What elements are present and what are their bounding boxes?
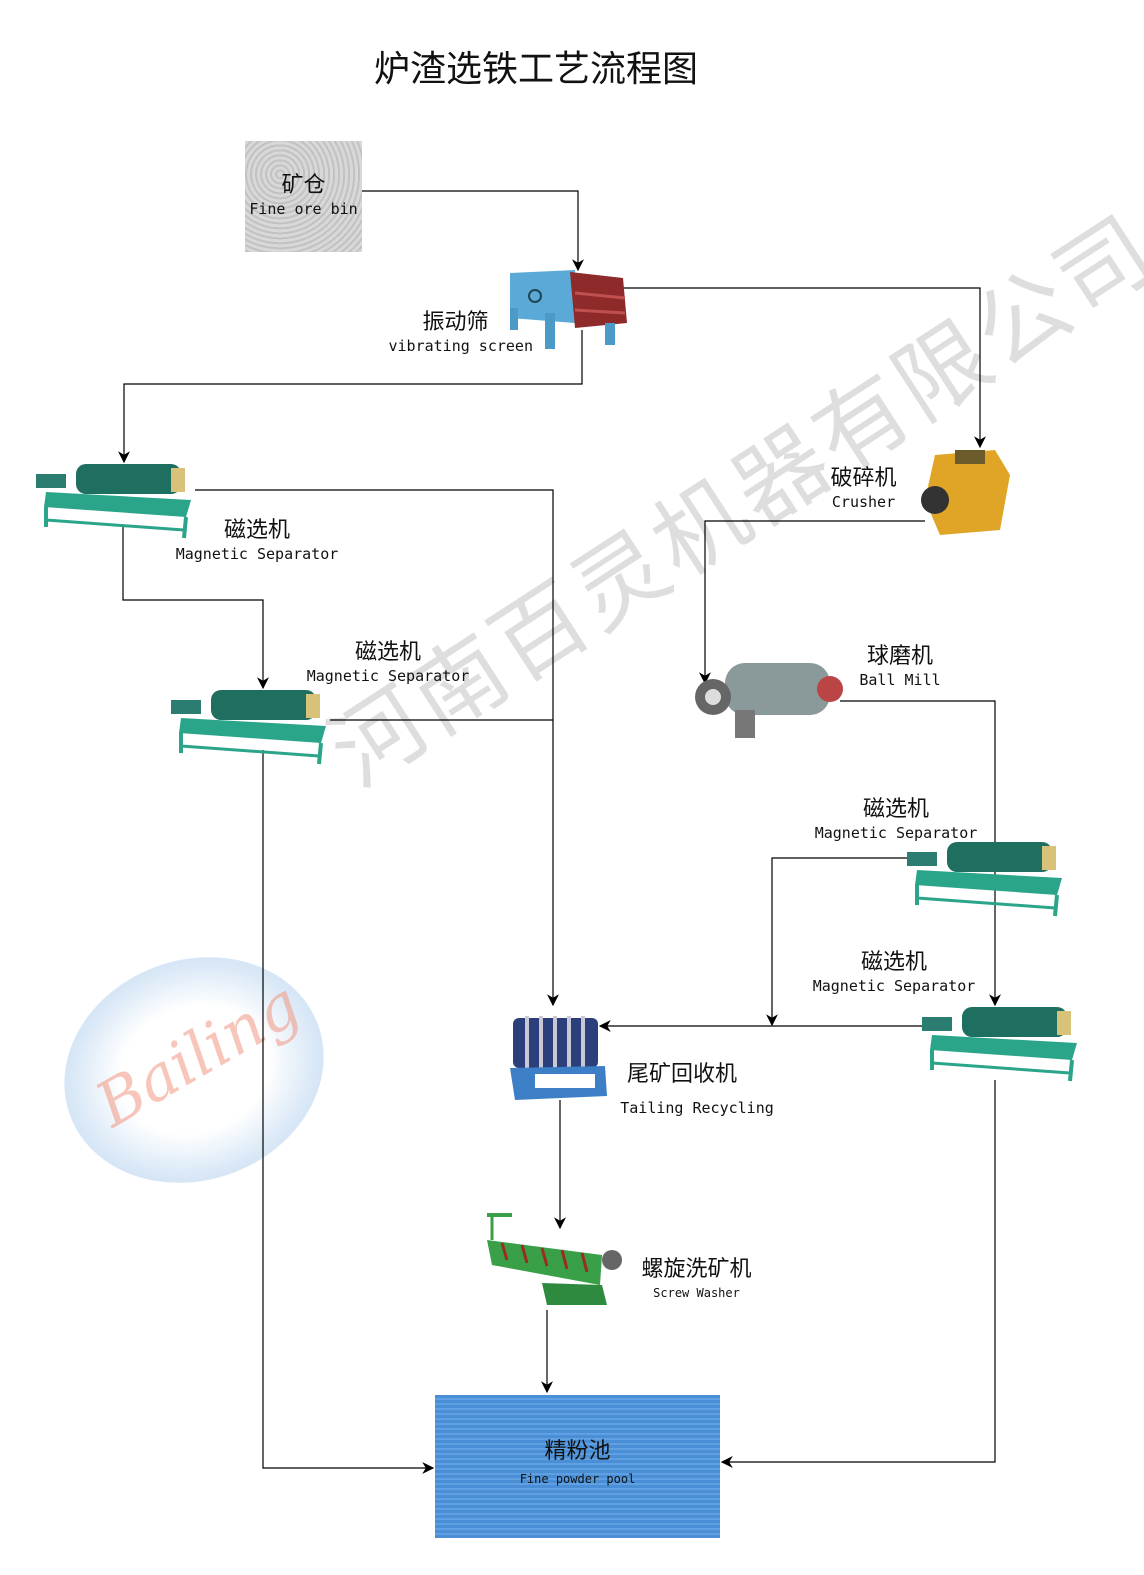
vibrating-screen-label-cn: 振动筛 — [422, 310, 489, 335]
connector-separator1-to-tailing — [195, 489, 559, 1007]
ball-mill-image — [695, 663, 843, 738]
connector-separator2-to-pool — [262, 750, 435, 1474]
crusher-label-en: Crusher — [831, 493, 896, 511]
magnetic-separator-4-label-en: Magnetic Separator — [812, 977, 976, 995]
magnetic-separator-4-image — [922, 1007, 1077, 1082]
screw-washer-image — [487, 1213, 622, 1305]
vibrating-screen-image — [510, 270, 627, 349]
ore-bin-box: 矿仓 Fine ore bin — [245, 141, 362, 252]
fine-powder-pool-label-en: Fine powder pool — [519, 1472, 636, 1486]
page-title: 炉渣选铁工艺流程图 — [373, 49, 698, 90]
crusher-image — [921, 450, 1010, 535]
ball-mill-label-en: Ball Mill — [859, 671, 941, 689]
tailing-recycling-label-en: Tailing Recycling — [620, 1099, 774, 1117]
fine-powder-pool-box: 精粉池 Fine powder pool — [435, 1395, 720, 1538]
magnetic-separator-3-label-cn: 磁选机 — [862, 797, 929, 822]
vibrating-screen-label-en: vibrating screen — [388, 337, 534, 355]
magnetic-separator-1-image — [36, 464, 191, 539]
tailing-recycling-label-cn: 尾矿回收机 — [627, 1062, 738, 1087]
screw-washer-label-cn: 螺旋洗矿机 — [641, 1257, 752, 1282]
ball-mill-label-cn: 球磨机 — [866, 644, 933, 669]
screw-washer-label-en: Screw Washer — [653, 1286, 740, 1300]
magnetic-separator-1-label-en: Magnetic Separator — [175, 545, 339, 563]
tailing-recycling-image — [510, 1016, 607, 1100]
magnetic-separator-3-label-en: Magnetic Separator — [814, 824, 978, 842]
magnetic-separator-1-label-cn: 磁选机 — [223, 518, 290, 543]
connector-bin-to-screen — [362, 190, 584, 272]
connector-screen-to-separator1 — [118, 330, 583, 464]
crusher-label-cn: 破碎机 — [830, 466, 897, 491]
magnetic-separator-4-label-cn: 磁选机 — [860, 950, 927, 975]
connector-crusher-to-mill — [699, 520, 925, 685]
connector-separator3-to-tailing — [766, 857, 910, 1027]
magnetic-separator-3-image — [907, 842, 1062, 917]
connector-screen-to-crusher — [620, 287, 986, 449]
magnetic-separator-2-label-cn: 磁选机 — [354, 640, 421, 665]
ore-bin-label-en: Fine ore bin — [249, 200, 358, 218]
fine-powder-pool-label-cn: 精粉池 — [544, 1439, 611, 1464]
connector-separator4-to-pool — [720, 1080, 996, 1468]
magnetic-separator-2-label-en: Magnetic Separator — [306, 667, 470, 685]
ore-bin-label-cn: 矿仓 — [281, 173, 326, 198]
connector-separator1-to-separator2 — [122, 525, 269, 690]
magnetic-separator-2-image — [171, 690, 326, 765]
